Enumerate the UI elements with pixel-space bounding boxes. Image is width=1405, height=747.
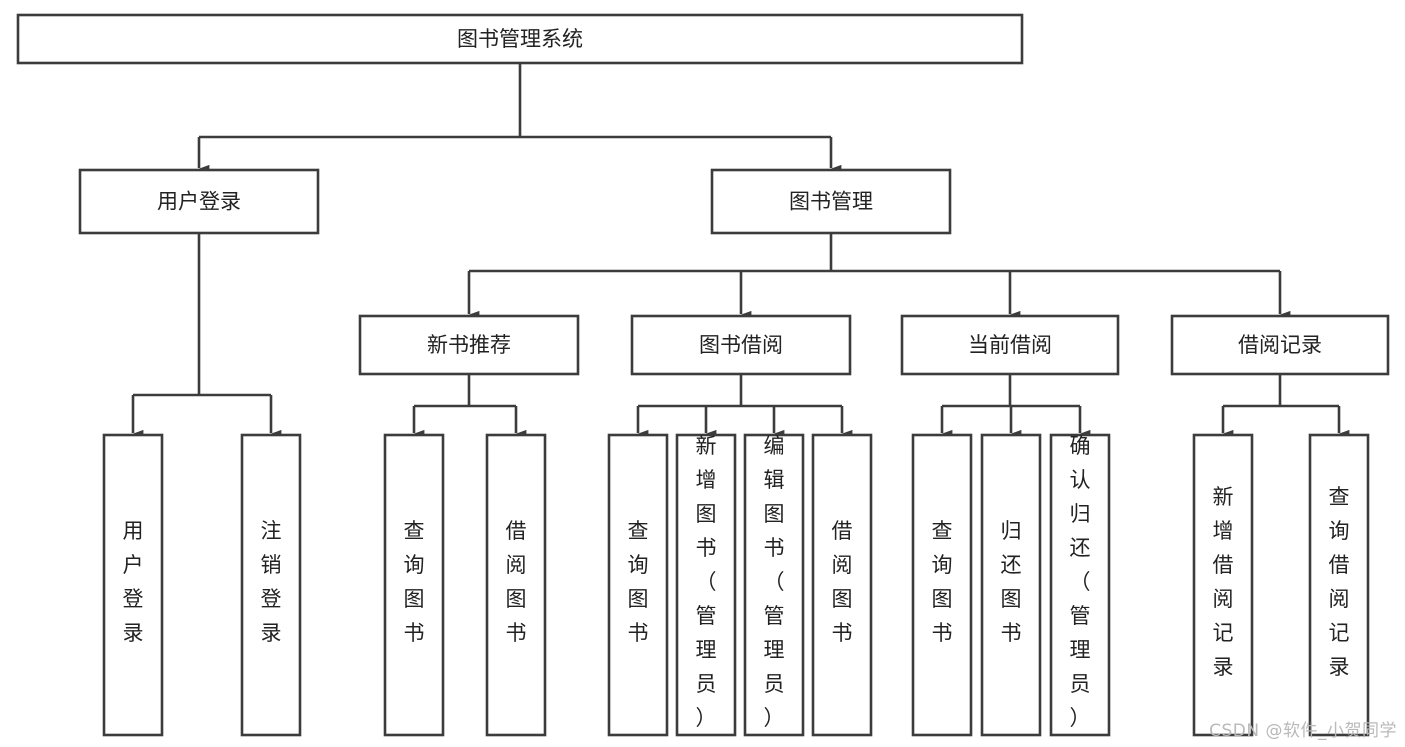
node-layer: 图书管理系统用户登录图书管理新书推荐图书借阅当前借阅借阅记录用户登录注销登录查询…	[16, 13, 1390, 737]
node-box	[1192, 433, 1254, 737]
node-box	[485, 433, 547, 737]
node-newbook[interactable]: 新书推荐	[358, 314, 580, 376]
node-box	[1308, 433, 1370, 737]
node-label: 借阅图书	[832, 519, 853, 645]
node-box	[607, 433, 669, 737]
node-leaf-13[interactable]: 查询借阅记录	[1308, 433, 1370, 737]
node-label: 查询借阅记录	[1329, 485, 1350, 679]
node-label: 用户登录	[123, 519, 144, 645]
node-borrow[interactable]: 图书借阅	[630, 314, 852, 376]
node-current[interactable]: 当前借阅	[900, 314, 1120, 376]
node-box	[911, 433, 973, 737]
node-box	[980, 433, 1042, 737]
node-box	[675, 433, 737, 737]
node-leaf-11[interactable]: 确认归还（管理员）	[1049, 433, 1111, 737]
node-leaf-7[interactable]: 编辑图书（管理员）	[743, 433, 805, 737]
node-box	[811, 433, 873, 737]
node-label: 借阅图书	[506, 519, 527, 645]
node-box	[1170, 314, 1390, 376]
node-label: 当前借阅	[968, 333, 1052, 357]
node-label: 注销登录	[261, 519, 282, 645]
node-leaf-12[interactable]: 新增借阅记录	[1192, 433, 1254, 737]
node-label: 图书借阅	[699, 333, 783, 357]
node-box	[383, 433, 445, 737]
node-box	[102, 433, 164, 737]
node-box	[710, 168, 952, 235]
node-label: 确认归还（管理员）	[1070, 434, 1091, 730]
node-box	[743, 433, 805, 737]
node-label: 查询图书	[932, 519, 953, 645]
node-leaf-8[interactable]: 借阅图书	[811, 433, 873, 737]
node-label: 新书推荐	[427, 333, 511, 357]
node-label: 查询图书	[404, 519, 425, 645]
node-login[interactable]: 用户登录	[78, 168, 320, 235]
node-leaf-3[interactable]: 查询图书	[383, 433, 445, 737]
node-leaf-10[interactable]: 归还图书	[980, 433, 1042, 737]
node-leaf-2[interactable]: 注销登录	[240, 433, 302, 737]
node-root[interactable]: 图书管理系统	[16, 13, 1024, 65]
node-box	[358, 314, 580, 376]
node-box	[630, 314, 852, 376]
node-leaf-1[interactable]: 用户登录	[102, 433, 164, 737]
node-label: 新增借阅记录	[1213, 485, 1234, 679]
node-box	[78, 168, 320, 235]
node-leaf-5[interactable]: 查询图书	[607, 433, 669, 737]
node-label: 归还图书	[1001, 519, 1022, 645]
node-box	[1049, 433, 1111, 737]
connector-layer	[114, 63, 1350, 451]
node-leaf-9[interactable]: 查询图书	[911, 433, 973, 737]
node-label: 编辑图书（管理员）	[764, 434, 785, 730]
node-leaf-6[interactable]: 新增图书（管理员）	[675, 433, 737, 737]
node-label: 查询图书	[628, 519, 649, 645]
node-bookmgmt[interactable]: 图书管理	[710, 168, 952, 235]
node-label: 新增图书（管理员）	[696, 434, 717, 730]
node-box	[16, 13, 1024, 65]
node-leaf-4[interactable]: 借阅图书	[485, 433, 547, 737]
node-label: 图书管理系统	[457, 27, 583, 51]
node-box	[900, 314, 1120, 376]
node-records[interactable]: 借阅记录	[1170, 314, 1390, 376]
node-label: 用户登录	[157, 190, 241, 214]
node-label: 图书管理	[789, 190, 873, 214]
node-label: 借阅记录	[1238, 333, 1322, 357]
node-box	[240, 433, 302, 737]
